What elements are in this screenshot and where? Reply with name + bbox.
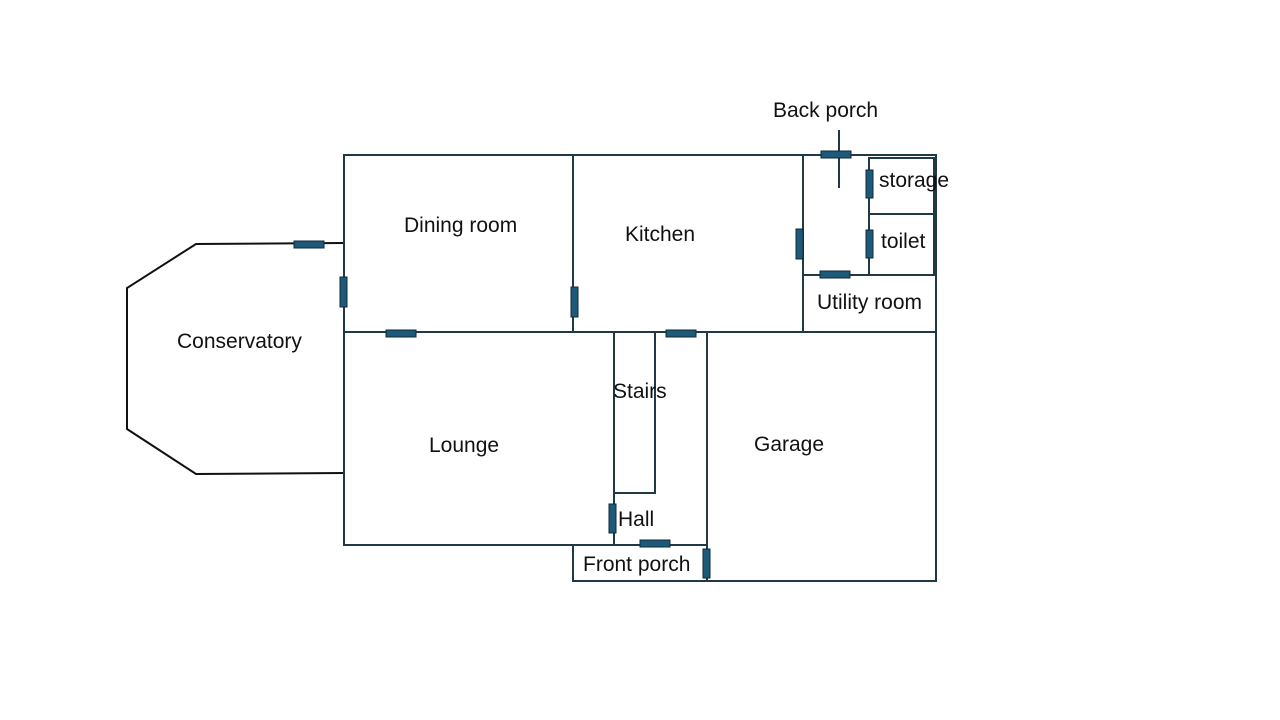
door-hall-front-porch xyxy=(639,539,671,548)
door-kitchen-utility xyxy=(795,228,804,260)
house-outer-top-block xyxy=(343,154,937,333)
door-kitchen-hall xyxy=(665,329,697,338)
door-lounge-hall xyxy=(608,503,617,534)
label-conservatory: Conservatory xyxy=(177,330,302,353)
door-dining-kitchen xyxy=(570,286,579,318)
label-storage: storage xyxy=(879,169,949,192)
label-lounge: Lounge xyxy=(429,434,499,457)
label-toilet: toilet xyxy=(881,230,926,253)
stairs-walls xyxy=(613,332,656,494)
front-porch-walls xyxy=(572,545,707,582)
label-utility-room: Utility room xyxy=(817,291,922,314)
door-utility-room xyxy=(819,270,851,279)
door-front-porch-outer xyxy=(702,548,711,579)
label-hall: Hall xyxy=(618,508,654,531)
door-conservatory-outer xyxy=(293,240,325,249)
door-dining-lounge xyxy=(385,329,417,338)
door-conservatory-dining xyxy=(339,276,348,308)
garage-walls xyxy=(707,332,937,582)
label-dining-room: Dining room xyxy=(404,214,517,237)
label-garage: Garage xyxy=(754,433,824,456)
label-kitchen: Kitchen xyxy=(625,223,695,246)
door-back-porch xyxy=(820,150,852,159)
door-toilet xyxy=(865,229,874,259)
door-storage xyxy=(865,169,874,199)
label-stairs: Stairs xyxy=(613,380,667,403)
label-back-porch: Back porch xyxy=(773,99,878,122)
label-front-porch: Front porch xyxy=(583,553,690,576)
conservatory-outline xyxy=(126,242,345,476)
